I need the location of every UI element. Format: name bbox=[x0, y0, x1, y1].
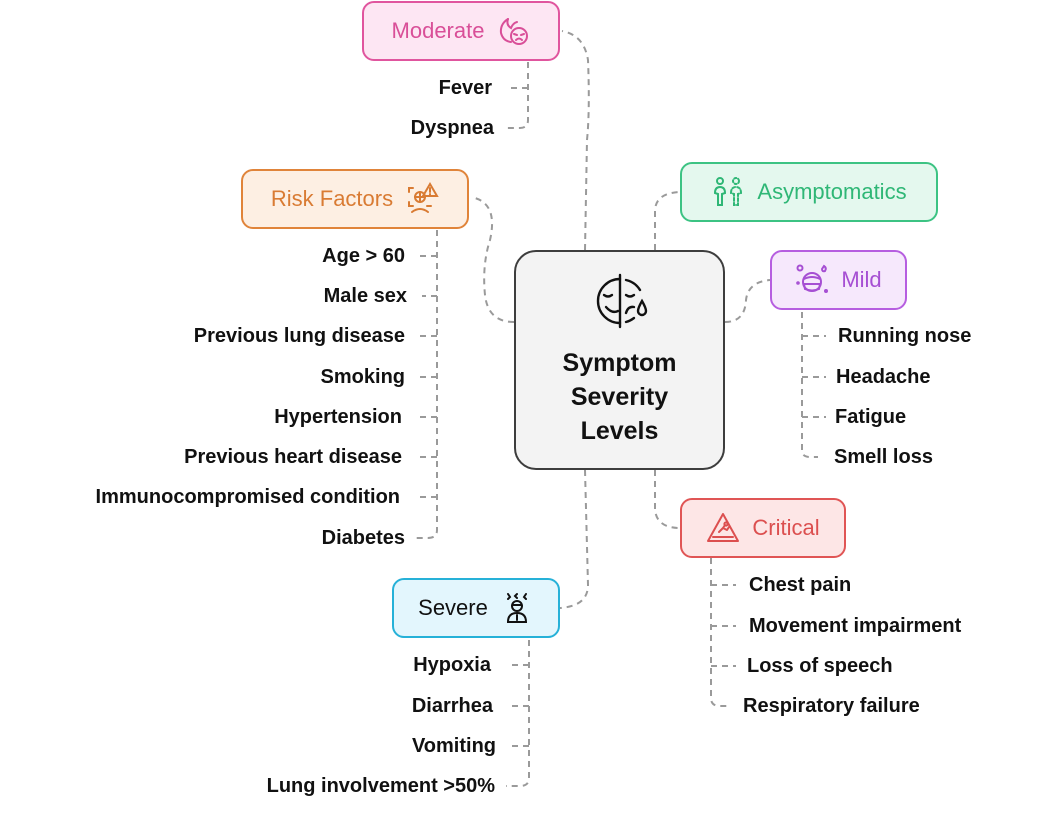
mild-item: Fatigue bbox=[835, 406, 907, 428]
risk-factor-item: Previous heart disease bbox=[184, 446, 402, 468]
severe-item: Diarrhea bbox=[411, 695, 493, 717]
feverish-face-icon bbox=[496, 14, 530, 48]
critical-item: Chest pain bbox=[749, 574, 852, 596]
connector-critical bbox=[654, 470, 681, 529]
connector-risk-factors bbox=[474, 197, 515, 323]
connector-mild bbox=[724, 279, 771, 323]
risk-factor-item: Smoking bbox=[320, 366, 405, 388]
connector-moderate bbox=[561, 30, 590, 251]
critical-item: Loss of speech bbox=[747, 655, 893, 677]
masked-face-icon bbox=[795, 263, 829, 297]
distressed-person-icon bbox=[500, 591, 534, 625]
category-severe[interactable]: Severe bbox=[392, 578, 560, 638]
moderate-item: Dyspnea bbox=[410, 117, 494, 139]
category-label: Risk Factors bbox=[270, 186, 394, 211]
category-moderate[interactable]: Moderate bbox=[362, 1, 560, 61]
connector-asymptomatics bbox=[654, 191, 681, 250]
mild-item: Smell loss bbox=[834, 446, 933, 468]
category-label: Asymptomatics bbox=[757, 179, 907, 204]
category-risk-factors[interactable]: Risk Factors bbox=[241, 169, 469, 229]
risk-factor-item: Age > 60 bbox=[322, 245, 405, 267]
central-title: Symptom Severity Levels bbox=[562, 348, 677, 445]
risk-factor-item: Diabetes bbox=[321, 527, 405, 549]
severe-item: Lung involvement >50% bbox=[266, 775, 495, 797]
critical-item: Respiratory failure bbox=[743, 695, 920, 717]
category-label: Severe bbox=[418, 595, 488, 620]
connector-severe bbox=[559, 469, 590, 609]
central-topic: Symptom Severity Levels bbox=[514, 250, 725, 470]
slip-warning-icon bbox=[706, 511, 740, 545]
category-label: Mild bbox=[841, 267, 882, 292]
category-label: Critical bbox=[752, 515, 820, 540]
risk-factor-item: Previous lung disease bbox=[193, 325, 405, 347]
person-warning-icon bbox=[405, 182, 439, 216]
risk-factor-item: Male sex bbox=[323, 285, 407, 307]
category-mild[interactable]: Mild bbox=[770, 250, 907, 310]
mild-item: Running nose bbox=[838, 325, 972, 347]
category-critical[interactable]: Critical bbox=[680, 498, 846, 558]
category-asymptomatics[interactable]: Asymptomatics bbox=[680, 162, 938, 222]
moderate-item: Fever bbox=[438, 77, 492, 99]
severe-item: Hypoxia bbox=[413, 654, 491, 676]
persons-outline-icon bbox=[711, 175, 745, 209]
critical-item: Movement impairment bbox=[749, 615, 962, 637]
severe-item: Vomiting bbox=[411, 735, 496, 757]
category-label: Moderate bbox=[391, 18, 485, 43]
sad-happy-face-icon bbox=[590, 273, 650, 334]
risk-factor-item: Immunocompromised condition bbox=[95, 486, 400, 508]
mild-item: Headache bbox=[836, 366, 931, 388]
risk-factor-item: Hypertension bbox=[274, 406, 402, 428]
